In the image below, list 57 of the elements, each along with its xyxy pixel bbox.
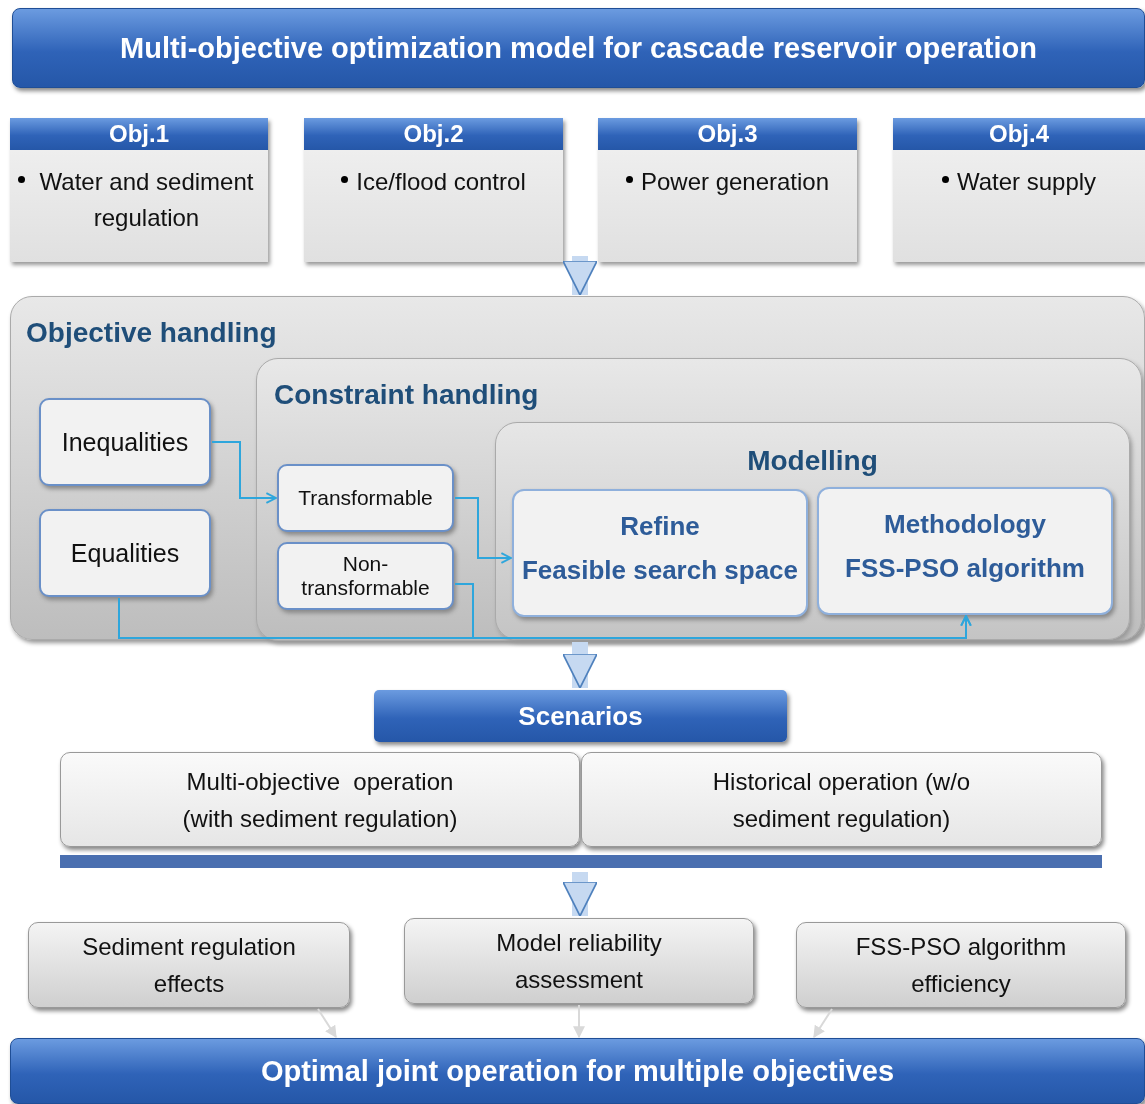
- process-box: [39, 509, 211, 597]
- box-label: Equalities: [69, 537, 181, 569]
- box-label: Methodology: [883, 509, 1047, 540]
- card-text: Water and sediment regulation: [38, 167, 255, 233]
- box-label: Historical operation (w/o sediment regulation): [711, 766, 972, 834]
- section-bar: [374, 690, 787, 742]
- callout-pointer: [813, 1008, 833, 1038]
- process-box: [39, 398, 211, 486]
- group-panel: [10, 296, 1145, 640]
- card-header: Obj.1: [10, 118, 268, 150]
- result-box: [796, 922, 1126, 1008]
- process-box: [817, 487, 1113, 615]
- block-arrow: [562, 642, 598, 689]
- connector-arrow: [211, 441, 277, 504]
- box-label: FSS-PSO algorithm: [844, 553, 1086, 584]
- box-label: Refine: [619, 511, 701, 542]
- process-box: [512, 489, 808, 617]
- objective-card: [598, 118, 857, 262]
- box-label: Feasible search space: [520, 555, 800, 586]
- group-panel: [256, 358, 1142, 641]
- connector-arrow: [454, 583, 972, 639]
- title-banner: [12, 8, 1145, 88]
- banner-title: Multi-objective optimization model for cascade reservoir operation: [119, 30, 1038, 66]
- result-box: [28, 922, 350, 1008]
- scenario-box: [581, 752, 1102, 847]
- card-text: Power generation: [640, 167, 830, 197]
- title-banner: [10, 1038, 1145, 1104]
- process-box: [277, 464, 454, 532]
- box-label: Non-transformable: [300, 551, 431, 601]
- objective-card: [10, 118, 268, 262]
- box-label: Sediment regulation effects: [81, 932, 297, 999]
- banner-title: Optimal joint operation for multiple objectives: [259, 1053, 896, 1089]
- group-title: Objective handling: [26, 317, 277, 349]
- callout-pointer: [317, 1008, 337, 1038]
- group-title: Modelling: [746, 445, 879, 477]
- callout-pointer: [573, 1004, 585, 1039]
- group-panel: [495, 422, 1130, 640]
- bar-title: Scenarios: [517, 699, 644, 733]
- connector-arrow: [454, 497, 512, 564]
- group-title: Constraint handling: [274, 379, 539, 411]
- box-label: Transformable: [297, 485, 434, 511]
- scenario-box: [60, 752, 580, 847]
- card-header: Obj.4: [893, 118, 1145, 150]
- result-box: [404, 918, 754, 1004]
- box-label: Model reliability assessment: [495, 928, 663, 995]
- card-header: Obj.2: [304, 118, 563, 150]
- block-arrow: [562, 256, 598, 296]
- card-text: Water supply: [956, 167, 1097, 197]
- card-text: Ice/flood control: [356, 167, 526, 197]
- card-header: Obj.3: [598, 118, 857, 150]
- objective-card: [893, 118, 1145, 262]
- box-label: Inequalities: [60, 426, 190, 458]
- block-arrow: [562, 872, 598, 917]
- process-box: [277, 542, 454, 610]
- box-label: Multi-objective operation (with sediment regulation): [181, 766, 459, 834]
- objective-card: [304, 118, 563, 262]
- box-label: FSS-PSO algorithm efficiency: [854, 932, 1068, 999]
